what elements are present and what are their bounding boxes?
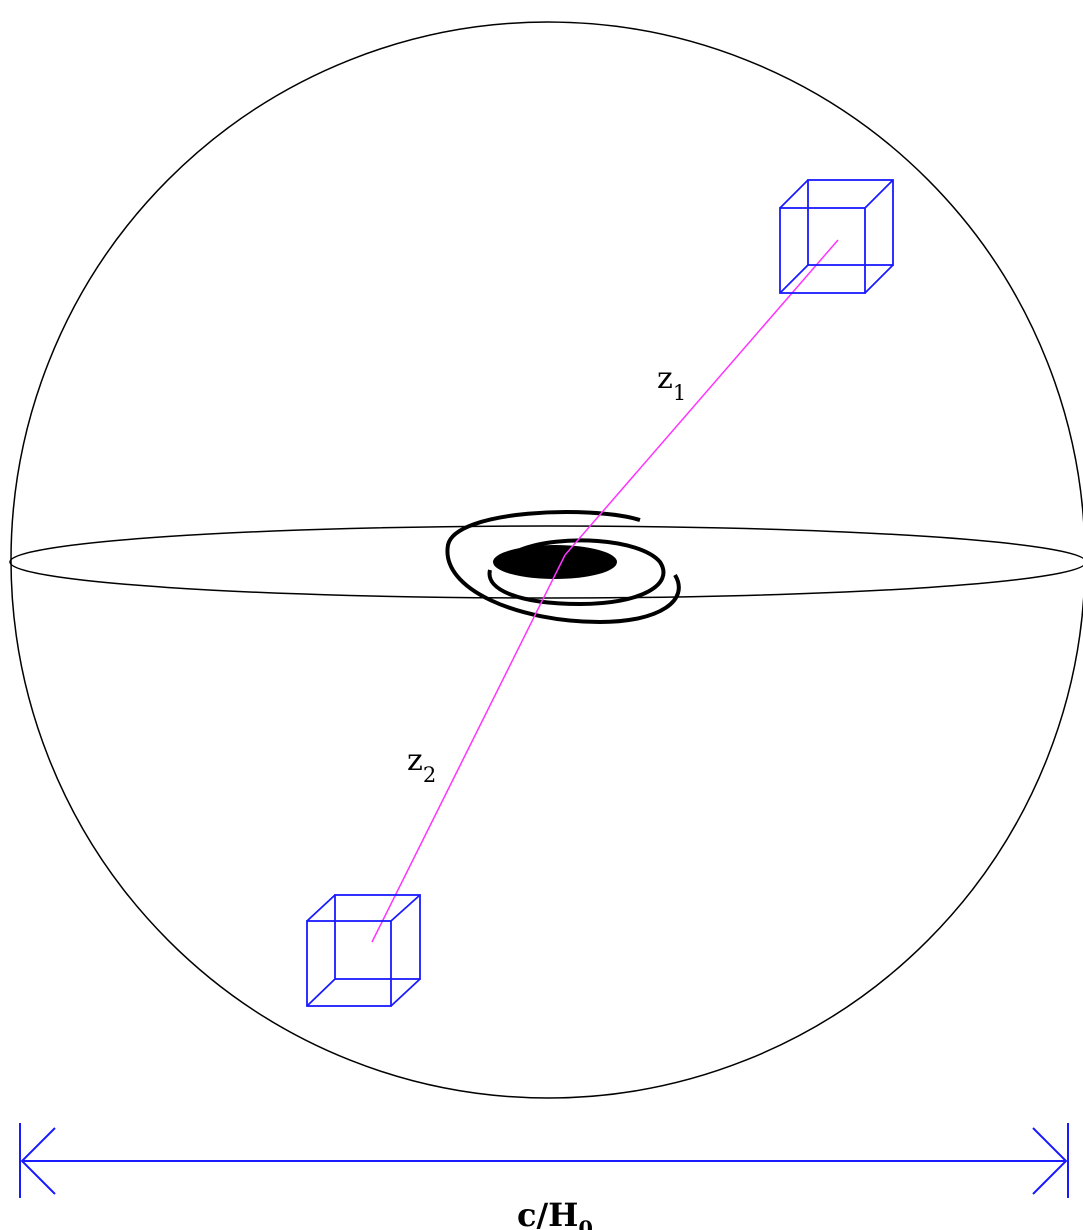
- label-scale: c/H0: [517, 1196, 593, 1230]
- label-z2: z2: [407, 743, 436, 787]
- sightline-z1: [565, 240, 838, 555]
- cube-icon: [307, 895, 420, 1006]
- spiral-galaxy-icon: [447, 512, 678, 622]
- scale-arrow: [20, 1123, 1068, 1198]
- sightline-z2: [372, 555, 565, 942]
- label-z1: z1: [657, 361, 686, 405]
- cube-icon: [780, 180, 893, 293]
